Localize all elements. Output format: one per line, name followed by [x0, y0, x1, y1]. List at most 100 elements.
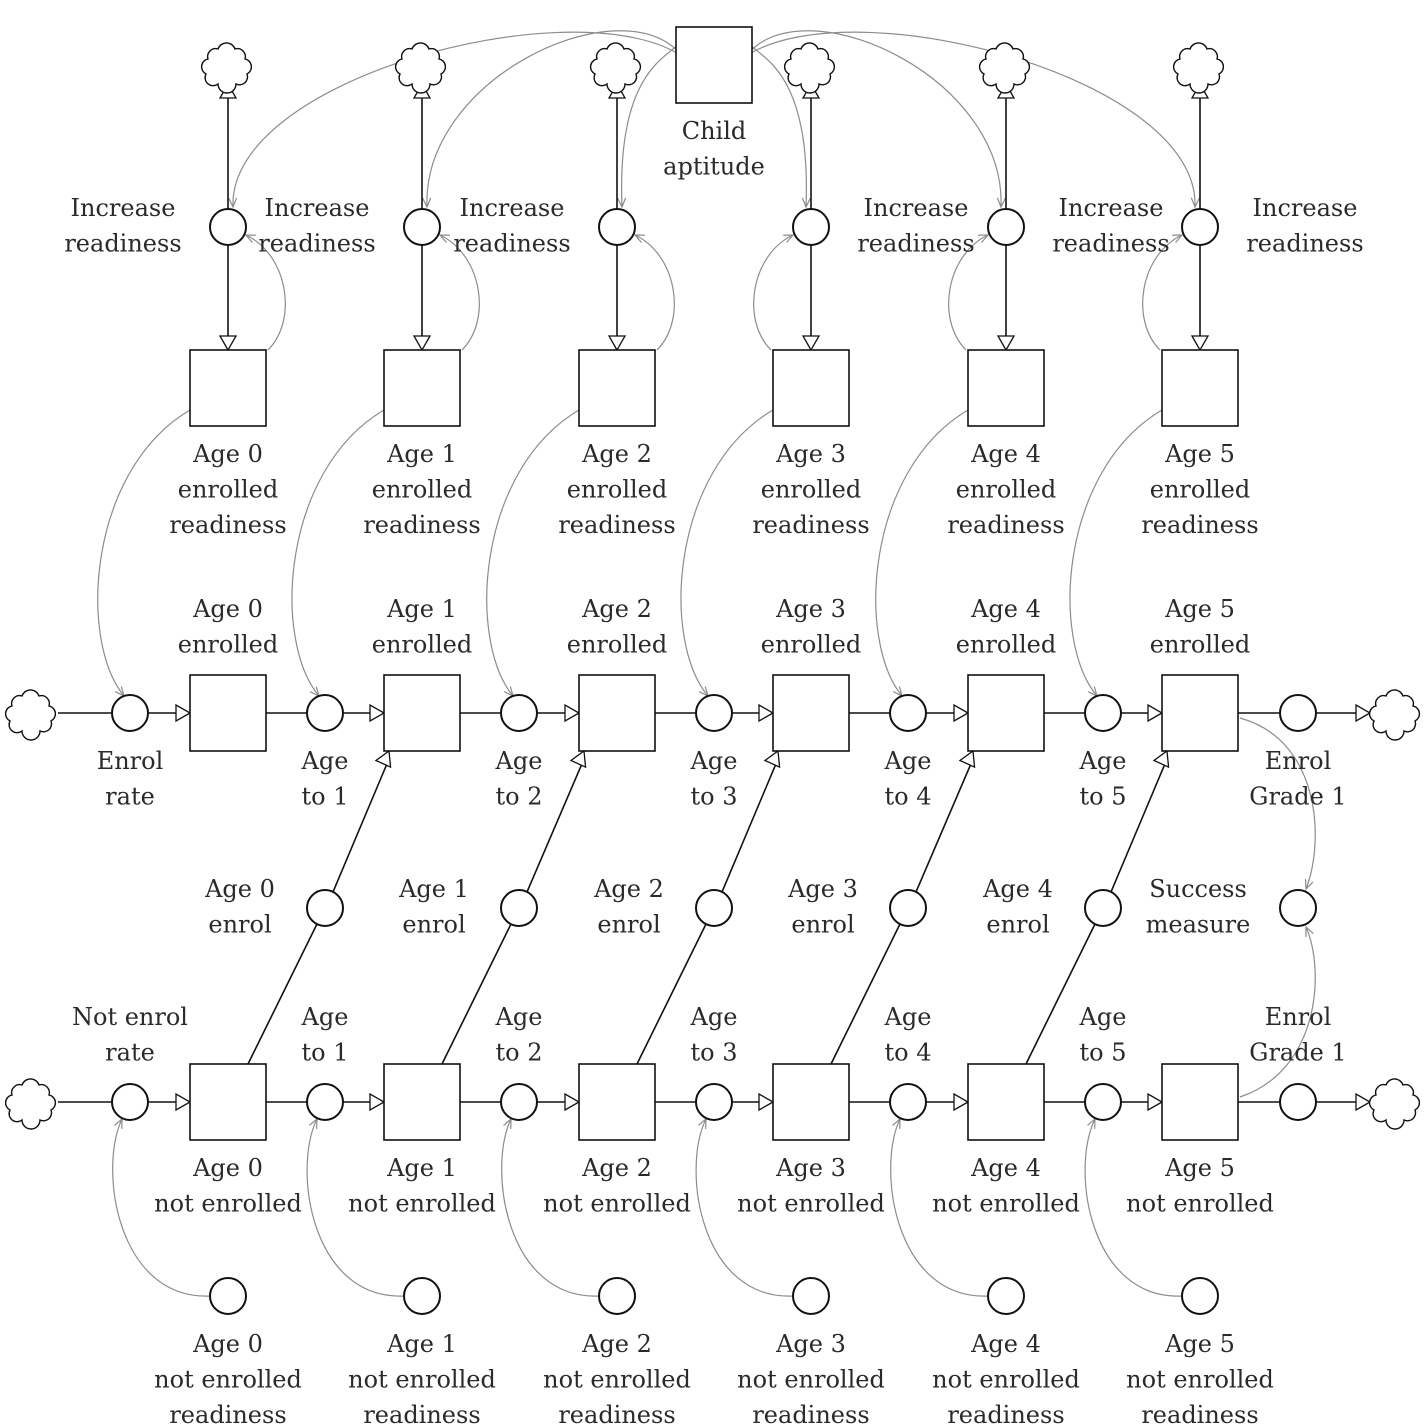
enrolled-readiness-stock-0 — [189, 349, 267, 427]
not-enrolled-readiness-label-2-line-2: readiness — [558, 1401, 675, 1428]
not-enrolled-label-2-line-0: Age 2 — [581, 1154, 652, 1182]
not-enrolled-flow-valve-4 — [889, 1083, 927, 1121]
not-enrolled-label-5-line-1: not enrolled — [1126, 1190, 1274, 1218]
enrolled-label-4-line-0: Age 4 — [970, 595, 1041, 623]
not-enrolled-readiness-label-1-line-0: Age 1 — [386, 1330, 457, 1358]
enrolled-readiness-label-4-line-2: readiness — [947, 511, 1064, 539]
not-enrolled-readiness-label-1-line-1: not enrolled — [348, 1366, 496, 1394]
not-enrolled-arrow-2 — [564, 1092, 581, 1112]
enrolled-readiness-label-2-line-2: readiness — [558, 511, 675, 539]
enrol-arrow-3 — [958, 749, 976, 769]
not-enrolled-readiness-link-1 — [306, 1118, 405, 1297]
enrol-valve-0 — [306, 889, 344, 927]
enrolled-flow-label-6-line-1: Grade 1 — [1249, 783, 1346, 811]
enrol-label-3-line-1: enrol — [791, 911, 854, 939]
not-enrolled-label-5-line-0: Age 5 — [1164, 1154, 1235, 1182]
enrolled-flow-label-5-line-0: Age — [1079, 747, 1127, 775]
not-enrolled-readiness-label-0-line-1: not enrolled — [154, 1366, 302, 1394]
not-enrolled-flow-label-5-line-1: to 5 — [1080, 1039, 1127, 1067]
enrolled-readiness-stock-5 — [1161, 349, 1239, 427]
enrolled-arrow-2 — [564, 703, 581, 723]
enrolled-readiness-stock-3 — [772, 349, 850, 427]
readiness-to-flow-link-3 — [680, 409, 774, 697]
readiness-loop-link-0 — [245, 234, 286, 351]
enrolled-readiness-label-4-line-0: Age 4 — [970, 440, 1041, 468]
not-enrolled-flow-label-1-line-0: Age — [301, 1003, 349, 1031]
not-enrolled-label-3-line-0: Age 3 — [775, 1154, 846, 1182]
not-enrolled-sink-cloud — [1368, 1078, 1421, 1130]
success-measure-label-line-0: Success — [1149, 875, 1247, 903]
increase-readiness-label-5-line-1: readiness — [1246, 230, 1363, 258]
success-link-not-enrolled-head — [1305, 925, 1314, 937]
not-enrolled-flow-label-5-line-0: Age — [1079, 1003, 1127, 1031]
enrolled-readiness-label-3-line-1: enrolled — [761, 476, 862, 504]
enrolled-readiness-label-3-line-2: readiness — [752, 511, 869, 539]
not-enrolled-label-4-line-0: Age 4 — [970, 1154, 1041, 1182]
not-enrolled-flow-valve-6 — [1279, 1083, 1317, 1121]
enrolled-flow-label-6-line-0: Enrol — [1265, 747, 1332, 775]
not-enrolled-flow-label-1-line-1: to 1 — [302, 1039, 349, 1067]
increase-readiness-label-3-line-0: Increase — [864, 194, 969, 222]
readiness-arrow-down-3 — [801, 335, 821, 352]
enrol-valve-4 — [1084, 889, 1122, 927]
enrol-pipe-upper-0 — [332, 758, 390, 893]
aptitude-link-3-head — [801, 197, 811, 209]
enrolled-label-0-line-1: enrolled — [178, 631, 279, 659]
increase-readiness-label-2-line-1: readiness — [453, 230, 570, 258]
readiness-arrow-down-5 — [1190, 335, 1210, 352]
enrolled-flow-valve-1 — [306, 694, 344, 732]
not-enrolled-readiness-label-4-line-1: not enrolled — [932, 1366, 1080, 1394]
readiness-loop-link-1-head — [438, 234, 450, 243]
not-enrolled-arrow-5 — [1147, 1092, 1164, 1112]
increase-readiness-valve-4 — [987, 208, 1025, 246]
enrol-arrow-4 — [1152, 749, 1170, 769]
increase-readiness-valve-0 — [209, 208, 247, 246]
enrol-pipe-upper-2 — [721, 758, 779, 893]
aptitude-link-2 — [621, 46, 677, 208]
enrol-pipe-upper-3 — [915, 758, 974, 893]
enrolled-readiness-label-1-line-1: enrolled — [372, 476, 473, 504]
enrol-label-0-line-0: Age 0 — [204, 875, 275, 903]
aptitude-link-1-head — [422, 197, 432, 209]
not-enrolled-flow-valve-3 — [695, 1083, 733, 1121]
enrol-arrow-0 — [374, 749, 392, 769]
child-aptitude-label-line-1: aptitude — [663, 153, 765, 181]
increase-readiness-label-0-line-0: Increase — [71, 194, 176, 222]
increase-readiness-label-2-line-0: Increase — [460, 194, 565, 222]
readiness-loop-link-4-head — [978, 234, 990, 243]
readiness-loop-link-2-head — [633, 234, 645, 243]
not-enrolled-readiness-label-0-line-0: Age 0 — [192, 1330, 263, 1358]
readiness-cloud-5 — [1172, 42, 1225, 94]
not-enrolled-stock-4 — [967, 1063, 1045, 1141]
enrolled-readiness-label-5-line-1: enrolled — [1150, 476, 1251, 504]
aptitude-link-4-head — [996, 197, 1006, 209]
enrolled-label-2-line-0: Age 2 — [581, 595, 652, 623]
enrolled-readiness-label-5-line-2: readiness — [1141, 511, 1258, 539]
readiness-cloud-4 — [978, 42, 1031, 94]
not-enrolled-readiness-label-4-line-2: readiness — [947, 1401, 1064, 1428]
enrolled-label-0-line-0: Age 0 — [192, 595, 263, 623]
enrolled-readiness-stock-2 — [578, 349, 656, 427]
increase-readiness-label-5-line-0: Increase — [1253, 194, 1358, 222]
enrolled-label-1-line-0: Age 1 — [386, 595, 457, 623]
not-enrolled-flow-valve-2 — [500, 1083, 538, 1121]
not-enrolled-readiness-label-2-line-0: Age 2 — [581, 1330, 652, 1358]
enrolled-readiness-label-2-line-0: Age 2 — [581, 440, 652, 468]
enrolled-arrow-5 — [1147, 703, 1164, 723]
enrol-label-4-line-1: enrol — [986, 911, 1049, 939]
readiness-loop-link-5-head — [1172, 234, 1184, 243]
enrol-pipe-lower-1 — [441, 923, 512, 1065]
enrol-pipe-upper-4 — [1110, 758, 1168, 893]
not-enrolled-arrow-0 — [175, 1092, 192, 1112]
enrolled-flow-label-5-line-1: to 5 — [1080, 783, 1127, 811]
enrolled-label-2-line-1: enrolled — [567, 631, 668, 659]
enrol-label-1-line-1: enrol — [402, 911, 465, 939]
not-enrolled-readiness-label-0-line-2: readiness — [169, 1401, 286, 1428]
not-enrolled-flow-label-4-line-1: to 4 — [885, 1039, 932, 1067]
enrol-valve-2 — [695, 889, 733, 927]
enrolled-flow-label-2-line-0: Age — [495, 747, 543, 775]
enrolled-flow-label-1-line-1: to 1 — [302, 783, 349, 811]
enrol-pipe-lower-4 — [1025, 923, 1096, 1065]
success-link-not-enrolled — [1239, 926, 1316, 1098]
